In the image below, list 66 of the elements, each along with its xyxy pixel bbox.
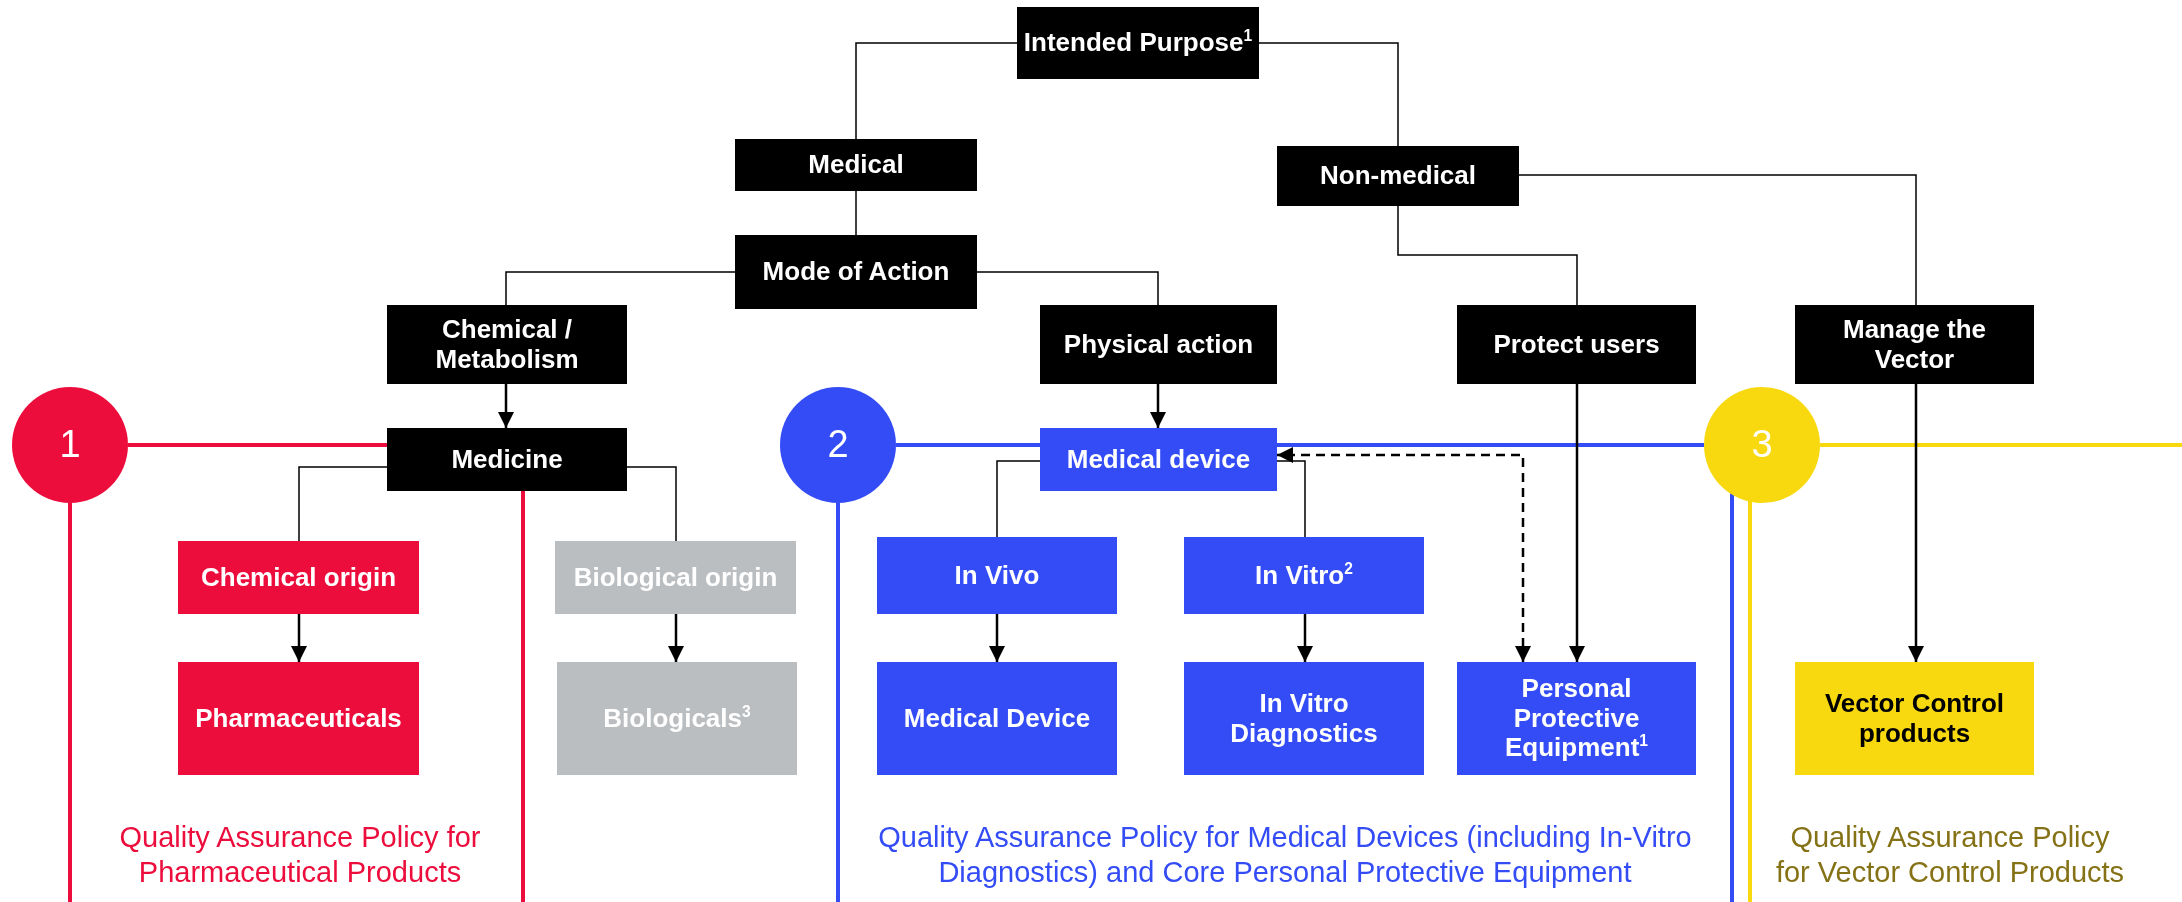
category-box [178,662,419,775]
arrow [291,614,307,662]
connector-line [626,466,677,542]
box-label: Protect users [1493,329,1660,360]
arrow [1277,447,1531,662]
connector-line [855,190,857,236]
connector-line [1258,42,1399,147]
arrow [498,384,514,428]
box-label: Medical device [1066,444,1251,475]
connector-line [976,271,1159,306]
connector-line [1518,174,1917,306]
connector-line [855,42,1018,140]
category-box [1277,146,1519,206]
box-label: Medical Device [903,703,1091,734]
category-box [1795,305,2034,384]
category-box [1040,305,1277,384]
arrow [1569,384,1585,662]
box-label: In Vivo [954,560,1040,591]
arrow [1297,614,1313,662]
category-box [387,305,627,384]
category-box [1040,428,1277,491]
category-box [877,662,1117,775]
connector-line [298,466,388,542]
box-label: Biologicals$^{3}$ [603,703,751,734]
box-label: Chemical / Metabolism [434,314,580,375]
category-box [735,235,977,309]
connector-line [996,460,1041,538]
box-label: Non-medical [1320,161,1476,191]
category-box [1795,662,2034,775]
category-box [387,428,627,491]
category-box [555,541,796,614]
box-label: Physical action [1063,329,1254,360]
category-box [1184,537,1424,614]
box-label: In Vitro$^{2}$ [1255,560,1353,591]
box-label: Medical [808,150,904,180]
section-number: 3 [1751,423,1773,467]
box-label: Intended Purpose$^{1}$ [1023,28,1253,58]
connector-line [505,271,736,306]
policy-caption: Quality Assurance Policy for Vector Control Products [1774,820,2126,890]
box-label: Medicine [451,444,563,475]
arrow [668,614,684,662]
box-label: In Vitro Diagnostics [1229,688,1379,749]
arrow [1150,384,1166,428]
box-label: Personal Protective Equipment$^{1}$ [1504,673,1649,764]
box-label: Biological origin [573,562,778,593]
arrow [989,614,1005,662]
category-box [557,662,797,775]
section-number: 2 [827,423,849,467]
policy-caption: Quality Assurance Policy for Medical Devices (including In-Vitro Diagnostics) and Core Personal Protective Equipment [877,820,1693,890]
category-box [1184,662,1424,775]
category-box [1457,662,1696,775]
category-box [877,537,1117,614]
category-box [1457,305,1696,384]
box-label: Vector Control products [1823,688,2006,749]
box-label: Manage the Vector [1842,314,1987,375]
category-box [1017,7,1259,79]
box-label: Chemical origin [200,562,396,593]
section-number: 1 [59,423,81,467]
box-label: Mode of Action [762,257,950,287]
box-label: Pharmaceuticals [195,703,402,734]
category-box [178,541,419,614]
policy-caption: Quality Assurance Policy for Pharmaceutical Products [118,820,482,890]
connector-line [1397,205,1578,306]
connector-line [1276,460,1306,538]
arrow [1908,384,1924,662]
category-box [735,139,977,191]
